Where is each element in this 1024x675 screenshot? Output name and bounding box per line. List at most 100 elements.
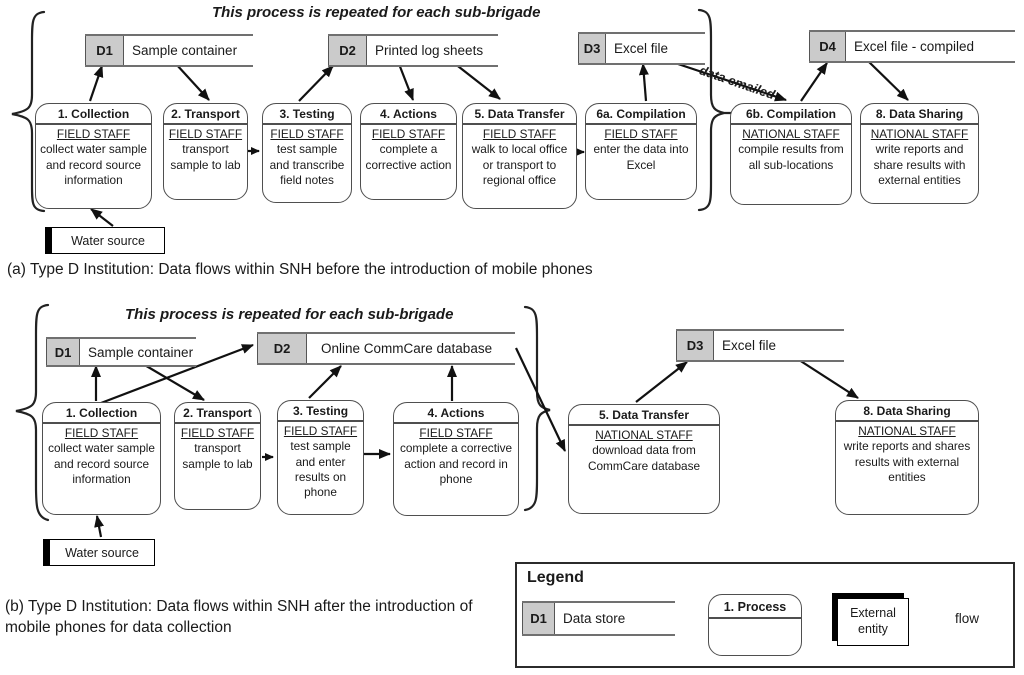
external-entity-a-water-source: Water source	[45, 227, 165, 254]
process-b-collection: 1. Collection FIELD STAFF collect water …	[42, 402, 161, 515]
process-actor: FIELD STAFF	[482, 127, 557, 142]
datastore-a-d1: D1 Sample container	[85, 34, 253, 67]
repeat-brace-left-b	[15, 303, 50, 522]
process-description: enter the data into Excel	[593, 142, 689, 172]
repeat-label-b: This process is repeated for each sub-br…	[125, 306, 454, 323]
process-description: test sample and transcribe field notes	[269, 142, 345, 187]
datastore-b-d2-id: D2	[257, 334, 307, 363]
process-description: collect water sample and record source i…	[40, 142, 147, 187]
datastore-a-d3: D3 Excel file	[578, 32, 705, 65]
caption-b: (b) Type D Institution: Data flows withi…	[5, 598, 473, 636]
process-title: 2. Transport	[164, 104, 247, 126]
process-actor: FIELD STAFF	[56, 127, 131, 142]
external-entity-b-water-source: Water source	[43, 539, 155, 566]
datastore-b-d3-id: D3	[676, 331, 714, 360]
arrow-b-d2-to-datatransfer	[515, 347, 566, 452]
arrow-b-d1-to-transport	[142, 363, 205, 401]
datastore-a-d4: D4 Excel file - compiled	[809, 30, 1015, 63]
datastore-b-d2: D2 Online CommCare database	[257, 332, 515, 365]
arrow-b-testing-to-d2	[308, 365, 342, 399]
arrow-b-collection-to-d2	[100, 343, 254, 405]
process-title: 3. Testing	[263, 104, 351, 126]
datastore-b-d1-label: Sample container	[88, 344, 194, 360]
process-description: test sample and enter results on phone	[290, 439, 351, 499]
caption-a: (a) Type D Institution: Data flows withi…	[7, 261, 593, 278]
arrow-a-d4-to-datasharing	[867, 60, 909, 101]
arrow-a-d2-to-actions	[397, 63, 415, 101]
process-actor: FIELD STAFF	[64, 426, 139, 441]
process-title: 6b. Compilation	[731, 104, 851, 126]
process-title: 6a. Compilation	[586, 104, 696, 126]
datastore-a-d1-id: D1	[85, 36, 124, 65]
process-description: complete a corrective action	[365, 142, 452, 172]
process-actor: NATIONAL STAFF	[870, 127, 969, 142]
process-a-compilation-6a: 6a. Compilation FIELD STAFF enter the da…	[585, 103, 697, 200]
legend-datastore-id: D1	[522, 603, 555, 634]
arrow-a-data-emailed	[677, 62, 787, 102]
arrow-a-compilation6a-to-d3	[638, 63, 649, 102]
process-actor: NATIONAL STAFF	[742, 127, 840, 142]
datastore-a-d4-label: Excel file - compiled	[854, 39, 975, 54]
process-description: transport sample to lab	[170, 142, 241, 172]
legend-external-entity-symbol: External entity	[837, 598, 909, 646]
datastore-a-d2-id: D2	[328, 36, 367, 65]
repeat-brace-left-a	[11, 10, 46, 213]
process-description: walk to local office or transport to reg…	[471, 142, 568, 187]
process-b-testing: 3. Testing FIELD STAFF test sample and e…	[277, 400, 364, 515]
datastore-b-d3: D3 Excel file	[676, 329, 844, 362]
repeat-brace-right-a	[697, 8, 733, 212]
process-description: transport sample to lab	[182, 441, 253, 471]
process-actor: FIELD STAFF	[419, 426, 493, 441]
arrow-a-testing-to-d2	[298, 65, 334, 102]
process-description: download data from CommCare database	[587, 443, 701, 473]
arrow-b-d3-to-datasharing	[795, 357, 859, 399]
process-actor: FIELD STAFF	[168, 127, 243, 142]
process-title: 5. Data Transfer	[463, 104, 576, 126]
datastore-a-d3-label: Excel file	[614, 41, 669, 56]
process-a-transport: 2. Transport FIELD STAFF transport sampl…	[163, 103, 248, 200]
process-title: 4. Actions	[361, 104, 456, 126]
datastore-a-d2-label: Printed log sheets	[375, 43, 484, 58]
process-description: write reports and shares results with ex…	[843, 439, 971, 484]
process-a-data-transfer: 5. Data Transfer FIELD STAFF walk to loc…	[462, 103, 577, 209]
repeat-label-a: This process is repeated for each sub-br…	[212, 4, 541, 21]
process-a-collection: 1. Collection FIELD STAFF collect water …	[35, 103, 152, 209]
datastore-b-d3-label: Excel file	[722, 338, 777, 353]
process-actor: NATIONAL STAFF	[595, 428, 693, 443]
process-b-data-transfer: 5. Data Transfer NATIONAL STAFF download…	[568, 404, 720, 514]
arrow-a-collection-to-d1	[88, 65, 104, 102]
process-title: 1. Collection	[43, 403, 160, 425]
legend-process-symbol: 1. Process	[708, 594, 802, 656]
legend-title: Legend	[527, 569, 584, 586]
datastore-b-d1-id: D1	[46, 339, 80, 365]
process-a-compilation-6b: 6b. Compilation NATIONAL STAFF compile r…	[730, 103, 852, 205]
process-a-actions: 4. Actions FIELD STAFF complete a correc…	[360, 103, 457, 200]
process-actor: FIELD STAFF	[270, 127, 344, 142]
process-b-transport: 2. Transport FIELD STAFF transport sampl…	[174, 402, 261, 510]
datastore-a-d1-label: Sample container	[132, 43, 238, 58]
datastore-a-d2: D2 Printed log sheets	[328, 34, 498, 67]
datastore-a-d4-id: D4	[809, 32, 846, 61]
process-actor: FIELD STAFF	[283, 424, 358, 439]
arrow-a-d2-to-datatransfer	[453, 62, 501, 100]
datastore-a-d3-id: D3	[578, 34, 606, 63]
legend-process-label: 1. Process	[709, 595, 801, 619]
legend-datastore-symbol: D1 Data store	[522, 601, 675, 636]
process-title: 8. Data Sharing	[836, 401, 978, 423]
process-title: 1. Collection	[36, 104, 151, 126]
process-description: compile results from all sub-locations	[738, 142, 844, 172]
process-actor: FIELD STAFF	[180, 426, 255, 441]
arrow-a-compilation6b-to-d4	[800, 62, 828, 102]
process-b-actions: 4. Actions FIELD STAFF complete a correc…	[393, 402, 519, 516]
legend-flow-label: flow	[955, 611, 980, 626]
arrow-a-d1-to-transport	[175, 63, 210, 101]
process-actor: FIELD STAFF	[604, 127, 678, 142]
process-title: 3. Testing	[278, 401, 363, 423]
arrow-b-watersource-to-collection	[94, 515, 104, 538]
process-title: 4. Actions	[394, 403, 518, 425]
arrow-a-watersource-to-collection	[90, 208, 114, 227]
process-description: complete a corrective action and record …	[399, 441, 513, 486]
repeat-brace-right-b	[523, 305, 551, 512]
process-description: write reports and share results with ext…	[873, 142, 966, 187]
